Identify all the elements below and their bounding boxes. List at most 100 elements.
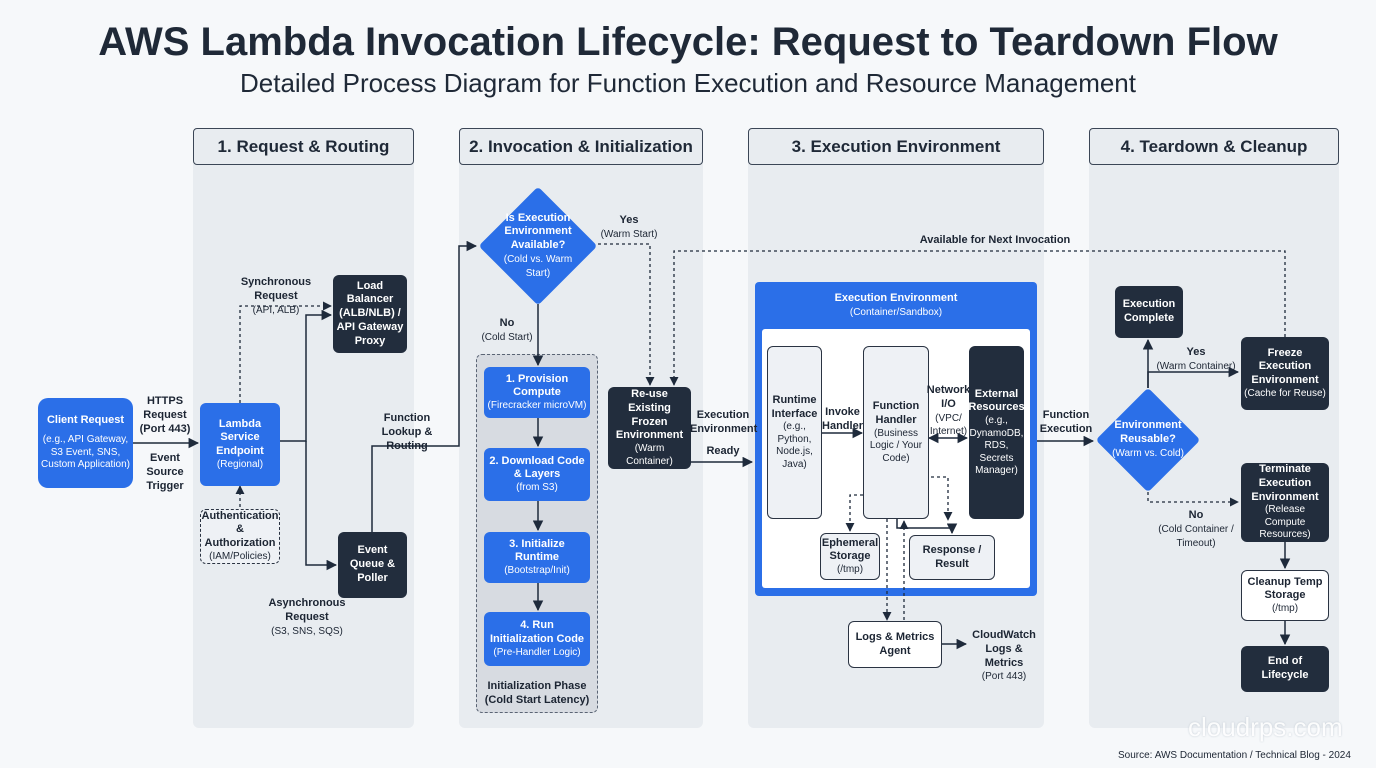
async-request-label: Asynchronous Request (S3, SNS, SQS) [262, 597, 352, 638]
provision-title: 1. Provision Compute [505, 372, 569, 399]
cleanup-temp-node: Cleanup Temp Storage (/tmp) [1241, 570, 1329, 621]
sync-request-title: Synchronous Request [240, 276, 312, 302]
ready-text: Ready [706, 445, 740, 457]
exec-env-header: Execution Environment (Container/Sandbox… [776, 292, 1016, 320]
download-code-node: 2. Download Code & Layers (from S3) [484, 448, 590, 501]
provision-sub: (Firecracker microVM) [487, 400, 587, 411]
https-request-label: HTTPS Request (Port 443) [136, 395, 194, 436]
init-runtime-node: 3. Initialize Runtime (Bootstrap/Init) [484, 532, 590, 583]
column-header-invocation-init: 2. Invocation & Initialization [459, 128, 703, 165]
cloudwatch-sub: (Port 443) [981, 671, 1027, 683]
cleanup-title: Cleanup Temp Storage [1247, 575, 1323, 602]
freeze-env-node: Freeze Execution Environment (Cache for … [1241, 337, 1329, 410]
auth-node: Authentication & Authorization (IAM/Poli… [200, 509, 280, 564]
edge-handler-to-external-dashed [931, 476, 953, 521]
init-phase-label: Initialization Phase (Cold Start Latency… [480, 680, 594, 708]
page-title: AWS Lambda Invocation Lifecycle: Request… [98, 20, 1278, 64]
reuse-env-node: Re-use Existing Frozen Environment (Warm… [608, 387, 691, 469]
runtime-interface-sub: (e.g., Python, Node.js, Java) [776, 421, 813, 470]
edge-reusable-no-to-terminate [1147, 492, 1239, 507]
ephemeral-storage-node: Ephemeral Storage (/tmp) [820, 533, 880, 580]
init-runtime-title: 3. Initialize Runtime [509, 537, 565, 564]
reuse-title: Re-use Existing Frozen Environment [615, 388, 684, 442]
env-available-decision: Is Execution Environment Available? (Col… [478, 186, 598, 306]
init-phase-title: Initialization Phase (Cold Start Latency… [484, 680, 590, 706]
no-reuse-sub: (Cold Container / Timeout) [1158, 523, 1234, 549]
page-subtitle: Detailed Process Diagram for Function Ex… [239, 68, 1136, 98]
yes-warm-label: Yes (Warm Start) [598, 214, 660, 242]
env-available-sub: (Cold vs. Warm Start) [503, 253, 573, 279]
edge-handler-to-response [896, 519, 958, 535]
exec-env-ready-text: Execution Environment [690, 409, 758, 435]
function-handler-node: Function Handler (Business Logic / Your … [863, 346, 929, 519]
cleanup-sub: (/tmp) [1271, 603, 1299, 614]
download-title: 2. Download Code & Layers [489, 454, 585, 481]
available-next-text: Available for Next Invocation [919, 234, 1071, 246]
lambda-endpoint-node: Lambda Service Endpoint (Regional) [200, 403, 280, 486]
run-init-title: 4. Run Initialization Code [489, 619, 585, 645]
client-request-sub: (e.g., API Gateway, S3 Event, SNS, Custo… [41, 434, 130, 471]
response-title: Response / Result [922, 543, 982, 570]
no-cold-label: No (Cold Start) [476, 317, 538, 345]
logs-metrics-agent-node: Logs & Metrics Agent [848, 621, 942, 668]
function-lookup-text: Function Lookup & Routing [381, 412, 433, 452]
auth-title: Authentication & Authorization [201, 509, 279, 550]
https-request-text: HTTPS Request (Port 443) [139, 395, 191, 435]
yes-reuse-label: Yes (Warm Container) [1155, 346, 1237, 374]
exec-env-title: Execution Environment [834, 292, 958, 304]
load-balancer-node: Load Balancer (ALB/NLB) / API Gateway Pr… [333, 275, 407, 353]
column-header-teardown: 4. Teardown & Cleanup [1089, 128, 1339, 165]
download-sub: (from S3) [516, 482, 558, 493]
client-request-node: Client Request (e.g., API Gateway, S3 Ev… [38, 398, 133, 488]
no-cold-title: No [499, 317, 515, 329]
end-lifecycle-node: End of Lifecycle [1241, 646, 1329, 692]
ephemeral-sub: (/tmp) [836, 564, 864, 575]
async-request-title: Asynchronous Request [268, 597, 346, 623]
auth-sub: (IAM/Policies) [209, 550, 271, 562]
no-reuse-label: No (Cold Container / Timeout) [1158, 509, 1234, 550]
ephemeral-title: Ephemeral Storage [821, 536, 879, 563]
end-title: End of Lifecycle [1261, 655, 1309, 681]
available-next-label: Available for Next Invocation [900, 234, 1090, 248]
source-note: Source: AWS Documentation / Technical Bl… [1118, 750, 1351, 761]
watermark: cloudrps.com [1188, 712, 1343, 742]
column-header-execution-env: 3. Execution Environment [748, 128, 1044, 165]
env-reusable-sub: (Warm vs. Cold) [1112, 447, 1184, 459]
edge-endpoint-to-lb [280, 309, 333, 442]
invoke-handler-text: Invoke Handler [822, 406, 863, 432]
edge-endpoint-to-queue [305, 441, 338, 571]
column-header-request-routing: 1. Request & Routing [193, 128, 414, 165]
external-sub: (e.g., DynamoDB, RDS, Secrets Manager) [969, 415, 1024, 476]
network-io-sub: (VPC/ Internet) [929, 412, 968, 438]
external-title: External Resources [968, 387, 1025, 414]
exec-complete-title: Execution Complete [1122, 298, 1176, 324]
provision-compute-node: 1. Provision Compute (Firecracker microV… [484, 367, 590, 418]
no-reuse-title: No [1188, 509, 1204, 521]
response-node: Response / Result [909, 535, 995, 580]
execution-complete-node: Execution Complete [1115, 286, 1183, 338]
edge-queue-to-decision [371, 240, 478, 532]
reuse-sub: (Warm Container) [626, 443, 673, 467]
yes-reuse-sub: (Warm Container) [1156, 360, 1236, 372]
lambda-endpoint-title: Lambda Service Endpoint [216, 417, 264, 458]
ready-label: Ready [700, 445, 746, 459]
freeze-title: Freeze Execution Environment [1251, 346, 1319, 387]
yes-reuse-title: Yes [1186, 346, 1206, 358]
event-queue-node: Event Queue & Poller [338, 532, 407, 598]
async-request-sub: (S3, SNS, SQS) [271, 625, 343, 637]
env-reusable-decision: Environment Reusable? (Warm vs. Cold) [1095, 387, 1201, 493]
event-source-label: Event Source Trigger [136, 452, 194, 493]
network-io-label: Network I/O (VPC/ Internet) [926, 384, 971, 439]
load-balancer-title: Load Balancer (ALB/NLB) / API Gateway Pr… [336, 279, 404, 347]
external-resources-node: External Resources (e.g., DynamoDB, RDS,… [968, 346, 1025, 519]
function-execution-text: Function Execution [1039, 409, 1093, 435]
edge-decision-yes-to-reuse [598, 243, 655, 386]
runtime-interface-title: Runtime Interface [771, 393, 818, 420]
sync-request-label: Synchronous Request (API, ALB) [222, 276, 330, 317]
event-queue-title: Event Queue & Poller [349, 544, 396, 584]
edge-freeze-available-next [669, 250, 1286, 386]
edge-handler-to-ephemeral [845, 494, 863, 532]
network-io-title: Network I/O [926, 384, 971, 410]
